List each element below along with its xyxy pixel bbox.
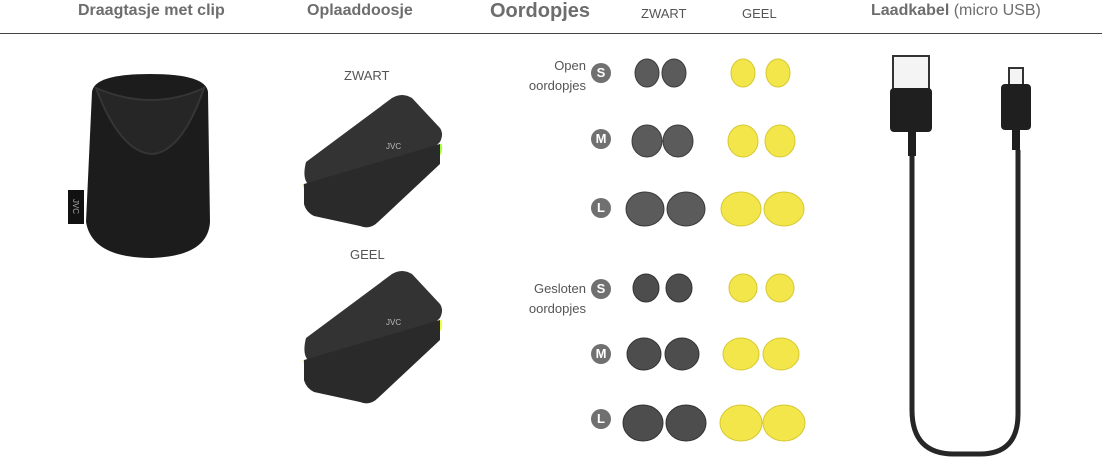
ear-tip-closed-yellow-l-1 — [719, 404, 763, 442]
micro-usb-plug — [1008, 67, 1024, 87]
case-black-logo: JVC — [386, 142, 402, 151]
header-tips: Oordopjes — [490, 0, 591, 22]
case-yellow-image — [302, 271, 443, 404]
case-yellow-logo: JVC — [386, 318, 402, 327]
ear-tip-closed-yellow-m-1 — [722, 337, 760, 371]
charging-cable-image — [890, 55, 1031, 457]
size-badge-closed-l: L — [591, 409, 611, 429]
usb-a-plug — [892, 55, 930, 93]
size-badge-open-s: S — [591, 63, 611, 83]
size-badge-closed-s: S — [591, 279, 611, 299]
ear-tip-closed-black-s-1 — [632, 273, 660, 303]
header-black: ZWART — [641, 6, 687, 21]
ear-tip-open-black-l-1 — [625, 191, 665, 227]
header-yellow: GEEL — [742, 6, 777, 21]
case-black-image — [302, 95, 443, 228]
case-label-yellow: GEEL — [350, 247, 385, 262]
ear-tip-open-yellow-m-2 — [764, 124, 796, 158]
ear-tip-closed-yellow-m-2 — [762, 337, 800, 371]
usb-a-housing — [890, 88, 932, 132]
size-badge-open-m: M — [591, 129, 611, 149]
ear-tip-closed-yellow-s-1 — [728, 273, 758, 303]
ear-tip-open-yellow-l-2 — [763, 191, 805, 227]
ear-tip-closed-black-m-2 — [664, 337, 700, 371]
ear-tip-open-yellow-s-1 — [730, 58, 756, 88]
ear-tip-open-black-m-2 — [662, 124, 694, 158]
micro-usb-housing — [1001, 84, 1031, 130]
size-badge-closed-m: M — [591, 344, 611, 364]
ear-tips-grid — [622, 58, 806, 442]
header-divider — [0, 33, 1102, 34]
case-label-black: ZWART — [344, 68, 390, 83]
ear-tip-open-black-m-1 — [631, 124, 663, 158]
ear-tip-open-black-s-2 — [661, 58, 687, 88]
size-badge-open-l: L — [591, 198, 611, 218]
ear-tip-open-black-s-1 — [634, 58, 660, 88]
header-case: Oplaaddoosje — [307, 2, 413, 19]
ear-tip-closed-black-l-2 — [665, 404, 707, 442]
ear-tip-open-yellow-l-1 — [720, 191, 762, 227]
ear-tip-open-black-l-2 — [666, 191, 706, 227]
ear-tip-closed-black-l-1 — [622, 404, 664, 442]
ear-tip-closed-black-m-1 — [626, 337, 662, 371]
ear-tip-closed-yellow-s-2 — [765, 273, 795, 303]
ear-tip-open-yellow-s-2 — [765, 58, 791, 88]
ear-tip-closed-yellow-l-2 — [762, 404, 806, 442]
ear-tip-closed-black-s-2 — [665, 273, 693, 303]
pouch-logo: JVC — [71, 198, 81, 215]
ear-tip-open-yellow-m-1 — [727, 124, 759, 158]
header-pouch: Draagtasje met clip — [78, 2, 225, 19]
header-cable: Laadkabel (micro USB) — [871, 2, 1041, 19]
pouch-image — [68, 74, 210, 258]
